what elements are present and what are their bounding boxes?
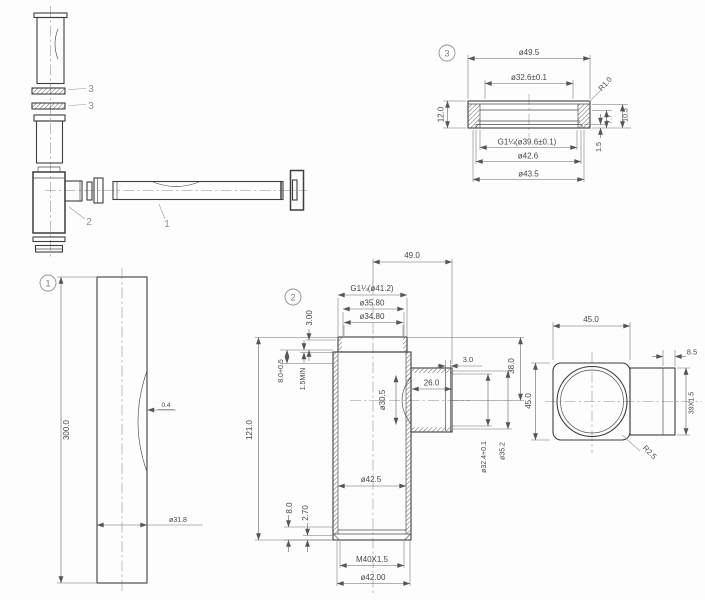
detail3-view: 3 ø49.5 ø32.6±0.1 R1.0 12.0 7.7 10.5 1.5	[437, 44, 631, 182]
body-outline	[332, 351, 412, 541]
part2-dim-inner: ø42.5	[361, 475, 382, 484]
detail3-dim-id-top: ø32.6±0.1	[511, 73, 548, 82]
part1-callout: 1	[45, 279, 50, 289]
part2-dim-skirt: 8.0	[285, 502, 294, 514]
seal-ring-bottom	[31, 102, 66, 110]
escutcheon	[289, 169, 305, 211]
detail3-callout-circle	[438, 44, 456, 62]
detail3-dim-thread: G1¼(ø39.6±0.1)	[498, 138, 557, 147]
part2-view: 2 49.0 G1¼(ø41.2) ø35.80 ø34.80	[245, 251, 524, 596]
part2-dim-bore: ø30.5	[378, 389, 387, 410]
side-view: 45.0 45.0 8.5 39X1.5 R2.5	[524, 315, 702, 461]
sideview-dim-boss-len: 8.5	[687, 348, 697, 357]
detail3-callout: 3	[444, 49, 449, 59]
part2-dim-outlet-od: ø35.2	[500, 442, 507, 460]
part2-dim-min: 1.5MIN	[300, 368, 307, 391]
trap-body	[32, 171, 66, 234]
seal-ring-top	[31, 87, 66, 95]
sideview-dim-corner-radius: R2.5	[641, 443, 659, 461]
part1-dim-length: 300.0	[62, 419, 71, 440]
part1-view: 1 300.0 0.4 ø31.8	[39, 268, 203, 592]
part2-dim-outlet-id: ø32.4+0.1	[481, 441, 488, 473]
part1-dim-wall: 0.4	[161, 402, 170, 409]
part1-callout-circle	[39, 274, 57, 292]
part2-dim-skirt-lip: 2.70	[301, 505, 310, 521]
part2-dim-depth-tol: 8.0+0.5	[278, 359, 285, 383]
part2-dim-lip: 3.00	[305, 310, 314, 326]
detail3-dim-od: ø49.5	[519, 48, 540, 57]
sideview-dim-height: 45.0	[524, 393, 533, 409]
assembly-label-3b: 3	[88, 101, 94, 112]
detail3-dim-d-mid: ø42.6	[518, 152, 539, 161]
detail3-dim-h-inner: 7.7	[607, 114, 614, 124]
assembly-label-3a: 3	[88, 84, 94, 95]
sideview-dim-width: 45.0	[583, 315, 599, 324]
assembly-label-2: 2	[86, 217, 92, 228]
part2-dim-axis-offset: 38.0	[507, 358, 516, 374]
horizontal-tube	[112, 180, 284, 201]
detail3-dim-height: 12.0	[437, 106, 446, 122]
part2-dim-od-collar: ø35.80	[360, 299, 385, 308]
part2-dim-outlet-len: 26.0	[424, 379, 440, 388]
detail3-dim-radius: R1.0	[596, 75, 613, 93]
detail3-dim-h-mid: 10.5	[623, 108, 630, 122]
part2-dim-relief: 3.0	[463, 355, 473, 364]
part2-dim-thread-bottom: M40X1.5	[356, 555, 389, 564]
assembly-view: 3 3 2 1	[31, 6, 307, 258]
side-boss	[629, 367, 676, 436]
part2-dim-top-offset: 49.0	[404, 251, 420, 260]
assembly-label-1: 1	[164, 219, 170, 230]
part2-dim-od-collar2: ø34.80	[360, 312, 385, 321]
part2-dim-od-bottom: ø42.00	[361, 573, 386, 582]
detail3-dim-lip: 1.5	[596, 142, 603, 152]
part2-callout: 2	[290, 293, 295, 303]
detail3-dim-d-outer: ø43.5	[518, 170, 539, 179]
part2-callout-circle	[284, 288, 302, 306]
part1-dim-od: ø31.8	[169, 517, 187, 524]
part2-dim-thread-top: G1¼(ø41.2)	[350, 284, 393, 293]
part2-dim-height: 121.0	[245, 419, 254, 440]
sideview-dim-thread: 39X1.5	[689, 392, 696, 414]
